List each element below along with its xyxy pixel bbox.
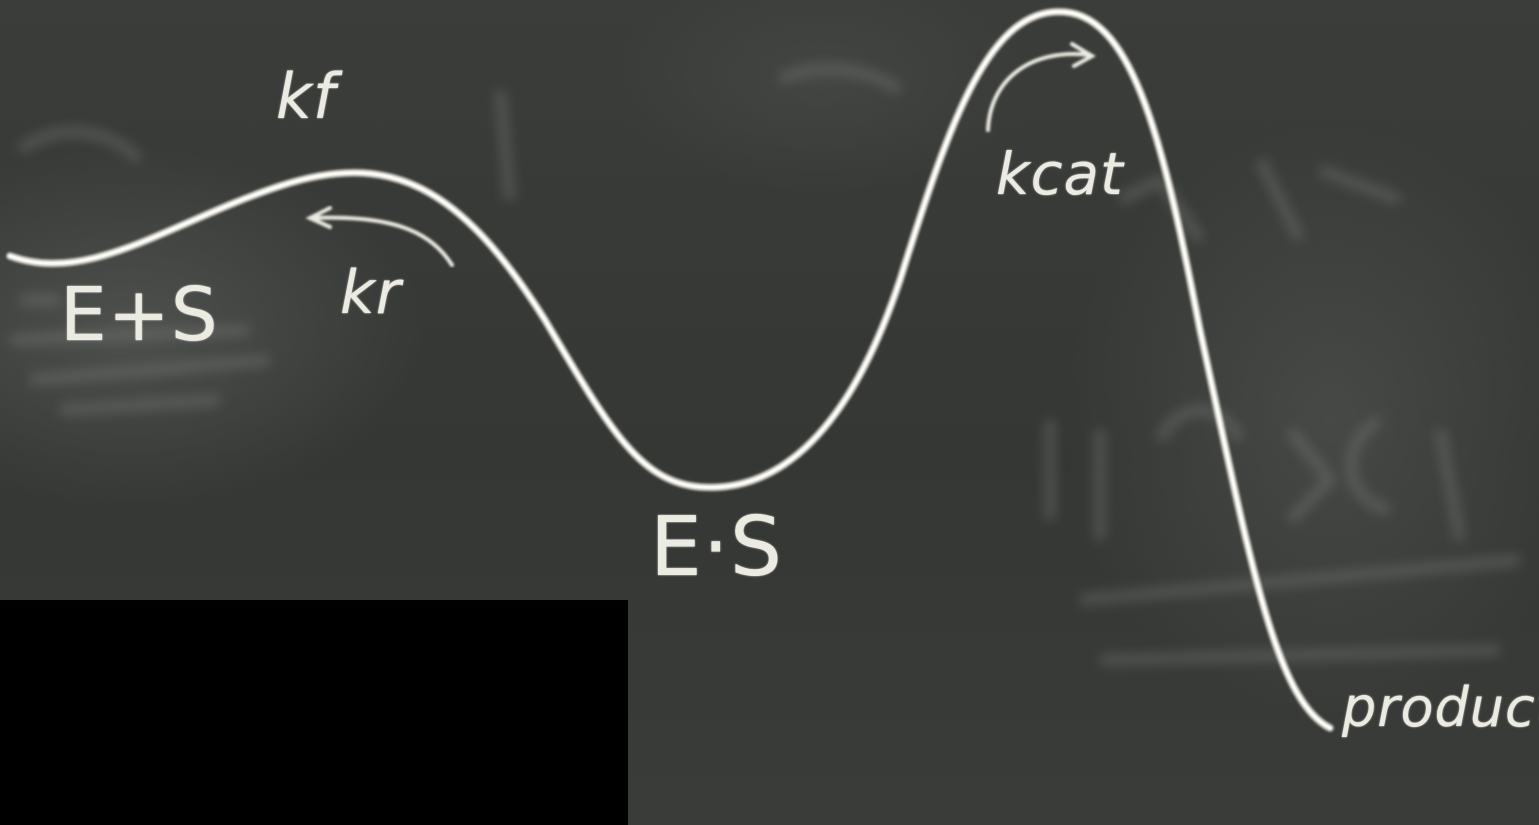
kr-label: kr — [340, 258, 402, 328]
kr-arrow — [305, 206, 454, 267]
kcat-arrow — [986, 42, 1096, 132]
energy-curve-highlight — [8, 10, 1332, 730]
product-label: product — [1342, 676, 1539, 739]
enzyme-substrate-label: E+S — [60, 272, 219, 358]
redaction-box — [0, 600, 628, 825]
complex-label: E·S — [650, 500, 783, 595]
erased-chalk-residue — [9, 64, 1521, 665]
kf-label: kf — [276, 60, 336, 133]
kcat-label: kcat — [996, 140, 1124, 208]
